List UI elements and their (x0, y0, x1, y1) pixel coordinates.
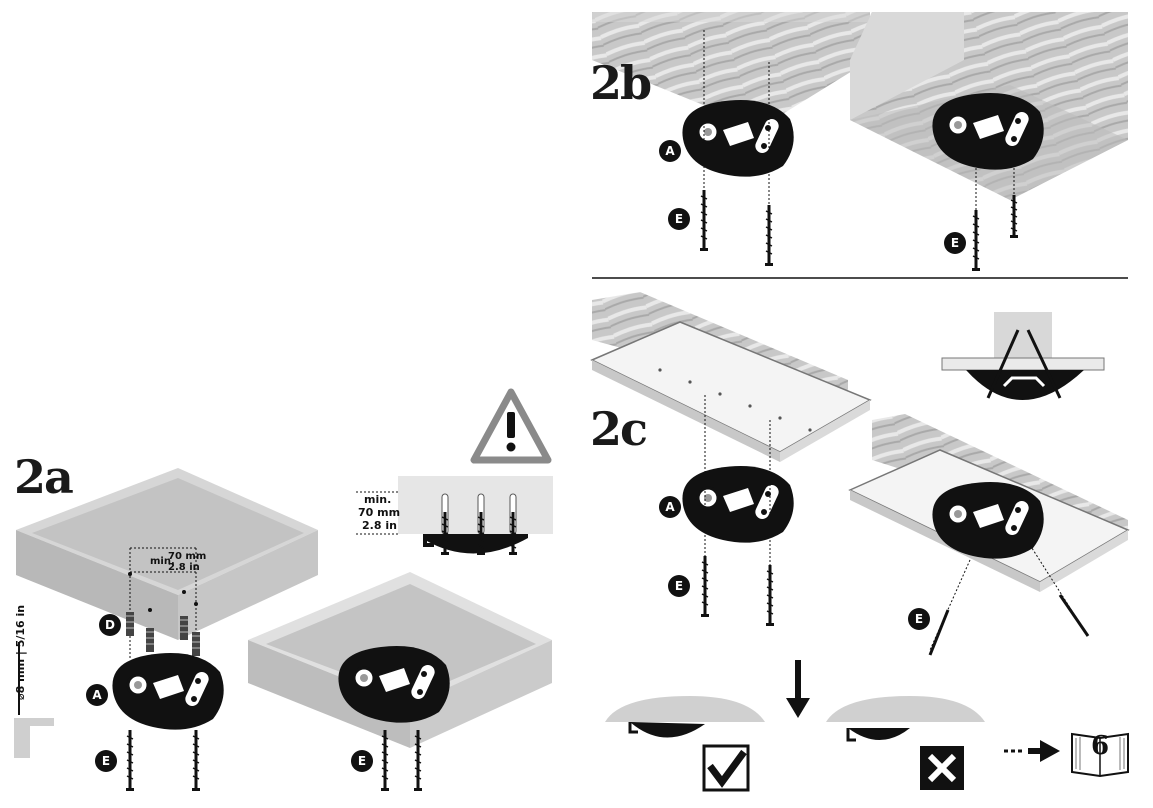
step-label-2a: 2a (14, 450, 74, 504)
callout-a: A (659, 140, 681, 162)
dimension-mm: 70 mm (168, 551, 207, 562)
callout-e: E (668, 208, 690, 230)
callout-e: E (668, 575, 690, 597)
step-label-2b: 2b (590, 56, 652, 110)
callout-e: E (351, 750, 373, 772)
callout-e: E (944, 232, 966, 254)
dimension-inch: 2.8 in (168, 562, 200, 573)
book-icon (1071, 732, 1129, 778)
callout-e: E (908, 608, 930, 630)
callout-a: A (86, 684, 108, 706)
callout-e: E (95, 750, 117, 772)
dimension-mm: 70 mm (358, 506, 401, 519)
dimension-inch: 2.8 in (362, 519, 397, 532)
cross-mark-icon (920, 746, 964, 790)
drill-size-label: ⌀8 mm | 5/16 in (14, 604, 27, 700)
arrow-down-icon (786, 660, 810, 718)
step-2b-illustration (592, 12, 1128, 279)
check-mark-icon (702, 744, 750, 792)
step-2a-illustration (14, 388, 553, 793)
page-reference: 6 (1090, 731, 1110, 761)
min-label: min. (150, 556, 175, 567)
callout-d: D (99, 614, 121, 636)
callout-a: A (659, 496, 681, 518)
step-2c-illustration (590, 292, 1130, 792)
step-label-2c: 2c (590, 402, 648, 456)
warning-triangle-icon (470, 388, 552, 464)
min-label: min. (364, 493, 392, 506)
arrow-right-icon (1004, 740, 1060, 762)
